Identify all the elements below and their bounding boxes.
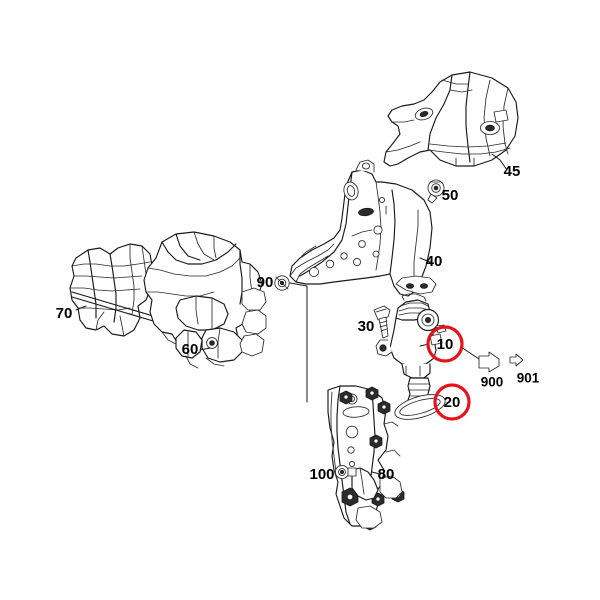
callout-label-90: 90 <box>257 274 274 291</box>
callout-label-50: 50 <box>442 187 459 204</box>
callout-label-40: 40 <box>426 253 443 270</box>
callout-label-30: 30 <box>358 318 375 335</box>
part-50-shield-fastener <box>427 179 445 204</box>
part-30-mounting-bolt <box>373 305 391 339</box>
part-40-support-bracket <box>289 159 437 297</box>
callout-label-80: 80 <box>378 466 395 483</box>
callout-label-10: 10 <box>437 336 454 353</box>
part-901-connector-terminal <box>509 353 524 367</box>
callout-label-60: 60 <box>182 341 199 358</box>
part-45-heat-shield <box>383 71 519 171</box>
part-80-lower-mounting-bracket <box>327 385 405 531</box>
callout-label-100: 100 <box>309 466 334 483</box>
part-100-bracket-nut <box>334 464 357 480</box>
leader-line-90-branch <box>289 282 308 287</box>
part-90-bracket-bolt <box>274 275 290 291</box>
callout-label-901: 901 <box>517 371 540 386</box>
callout-label-20: 20 <box>444 394 461 411</box>
part-70-side-cover-panel <box>69 243 161 337</box>
part-60-engine-mount-cover <box>143 231 267 369</box>
part-20-o-ring-seal <box>394 394 446 420</box>
part-900-connector-plug <box>478 351 500 373</box>
callout-highlight-10 <box>426 325 464 363</box>
callout-label-70: 70 <box>56 305 73 322</box>
callout-highlight-20 <box>433 383 471 421</box>
callout-label-900: 900 <box>481 375 504 390</box>
callout-label-45: 45 <box>504 163 521 180</box>
